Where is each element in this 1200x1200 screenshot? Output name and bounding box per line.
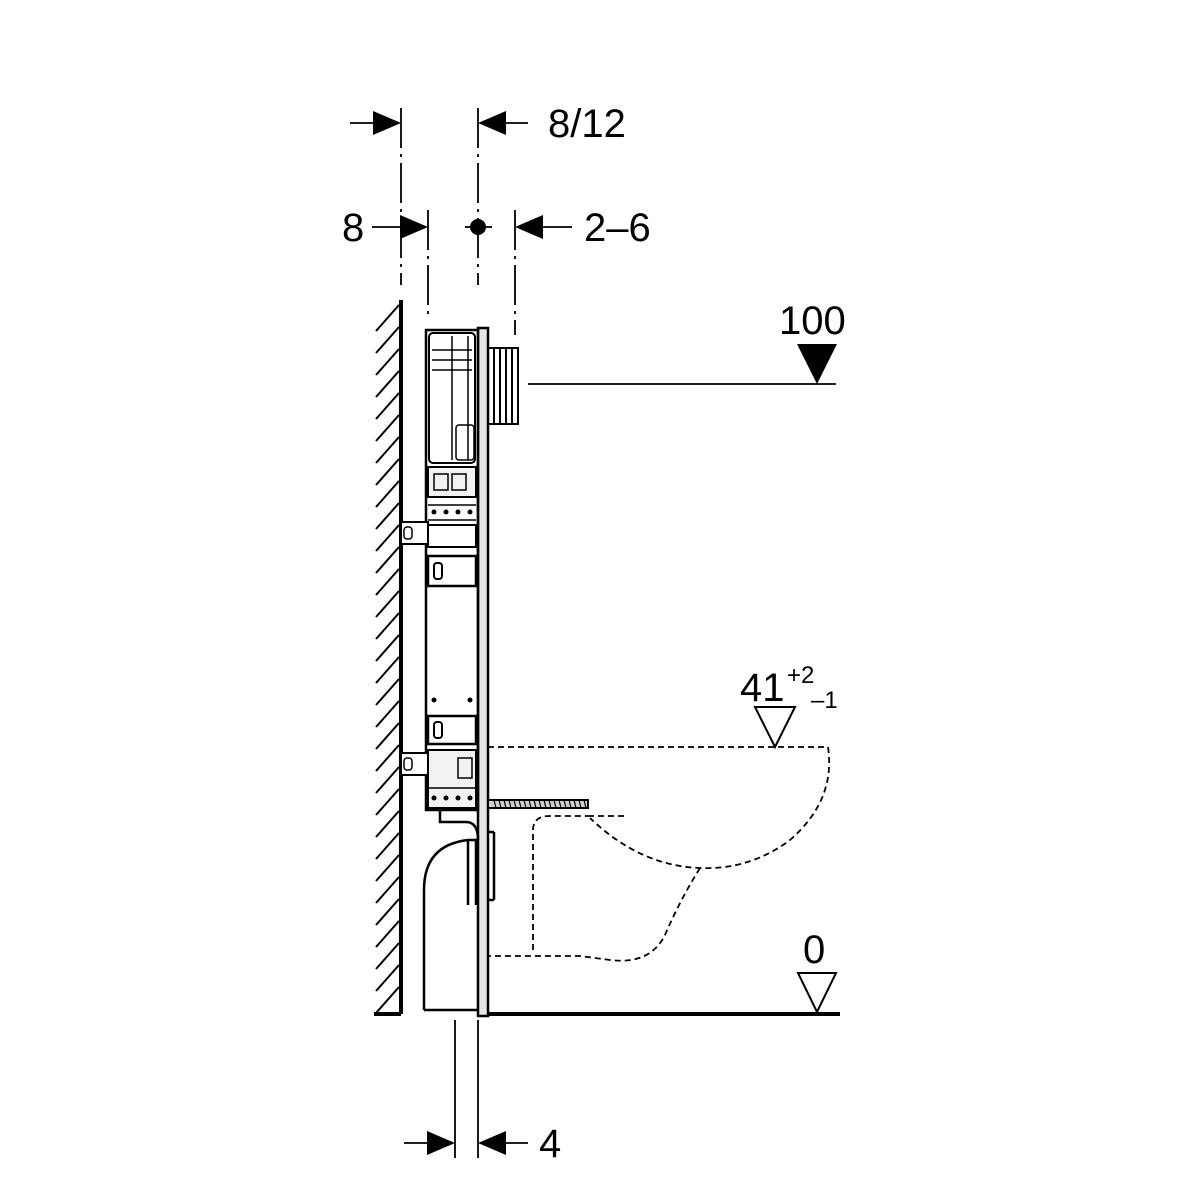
dim-label-bottom-gap: 4	[539, 1122, 561, 1166]
hatch-line	[375, 348, 400, 376]
hatch-line	[375, 326, 400, 354]
thread-mark	[558, 799, 562, 809]
hatch-line	[375, 304, 400, 332]
hatch-line	[375, 700, 400, 728]
thread-mark	[568, 799, 572, 809]
fixing-bolt	[487, 799, 589, 809]
wc-bowl-outline	[488, 746, 831, 962]
hatch-line	[375, 942, 400, 970]
thread-mark	[538, 799, 542, 809]
level-label-floor: 0	[803, 928, 825, 972]
hatch-line	[375, 568, 400, 596]
flush-pipe-stub	[487, 347, 519, 425]
thread-mark	[553, 799, 557, 809]
hatch-line	[375, 766, 400, 794]
hatch-line	[375, 656, 400, 684]
drain-bend	[422, 808, 496, 1012]
hatch-line	[375, 546, 400, 574]
thread-mark	[493, 799, 497, 809]
hatch-line	[375, 590, 400, 618]
level-label-seat-height: 41	[740, 666, 785, 710]
hatch-line	[375, 722, 400, 750]
rear-wall	[374, 300, 403, 1016]
hatch-line	[375, 832, 400, 860]
thread-mark	[528, 799, 532, 809]
hatch-line	[375, 502, 400, 530]
hatch-line	[375, 612, 400, 640]
level-41-marker	[753, 706, 797, 750]
thread-mark	[533, 799, 537, 809]
thread-mark	[548, 799, 552, 809]
hatch-line	[375, 634, 400, 662]
hatch-line	[375, 810, 400, 838]
hatch-line	[375, 524, 400, 552]
dim-label-wall-gap: 8	[342, 206, 364, 250]
level-0-marker	[796, 972, 838, 1015]
thread-mark	[563, 799, 567, 809]
thread-mark	[523, 799, 527, 809]
hatch-line	[375, 392, 400, 420]
level-100-marker	[797, 344, 837, 384]
dimension-arrows	[373, 111, 543, 1155]
thread-mark	[498, 799, 502, 809]
hatch-line	[375, 436, 400, 464]
hatch-line	[375, 678, 400, 706]
thread-mark	[543, 799, 547, 809]
hatch-line	[375, 744, 400, 772]
wall-hatching	[375, 304, 400, 1014]
hatch-line	[375, 788, 400, 816]
level-label-seat-tol-plus: +2	[787, 662, 814, 689]
hatch-line	[375, 920, 400, 948]
thread-mark	[578, 799, 582, 809]
thread-mark	[508, 799, 512, 809]
thread-mark	[503, 799, 507, 809]
hatch-line	[375, 414, 400, 442]
hatch-line	[375, 986, 400, 1014]
thread-mark	[573, 799, 577, 809]
thread-mark	[518, 799, 522, 809]
hatch-line	[375, 898, 400, 926]
installation-frame	[400, 326, 490, 1018]
dim-label-wall-gap-top: 8/12	[548, 102, 626, 146]
thread-mark	[513, 799, 517, 809]
level-label-seat-tol-minus: –1	[811, 687, 838, 714]
level-label-flush-pipe: 100	[779, 299, 846, 343]
hatch-line	[375, 370, 400, 398]
dim-label-cladding: 2–6	[584, 206, 651, 250]
hatch-line	[375, 458, 400, 486]
hatch-line	[375, 876, 400, 904]
thread-mark	[583, 799, 587, 809]
dimension-lines	[350, 108, 836, 1158]
hatch-line	[375, 964, 400, 992]
hatch-line	[375, 480, 400, 508]
hatch-line	[375, 854, 400, 882]
